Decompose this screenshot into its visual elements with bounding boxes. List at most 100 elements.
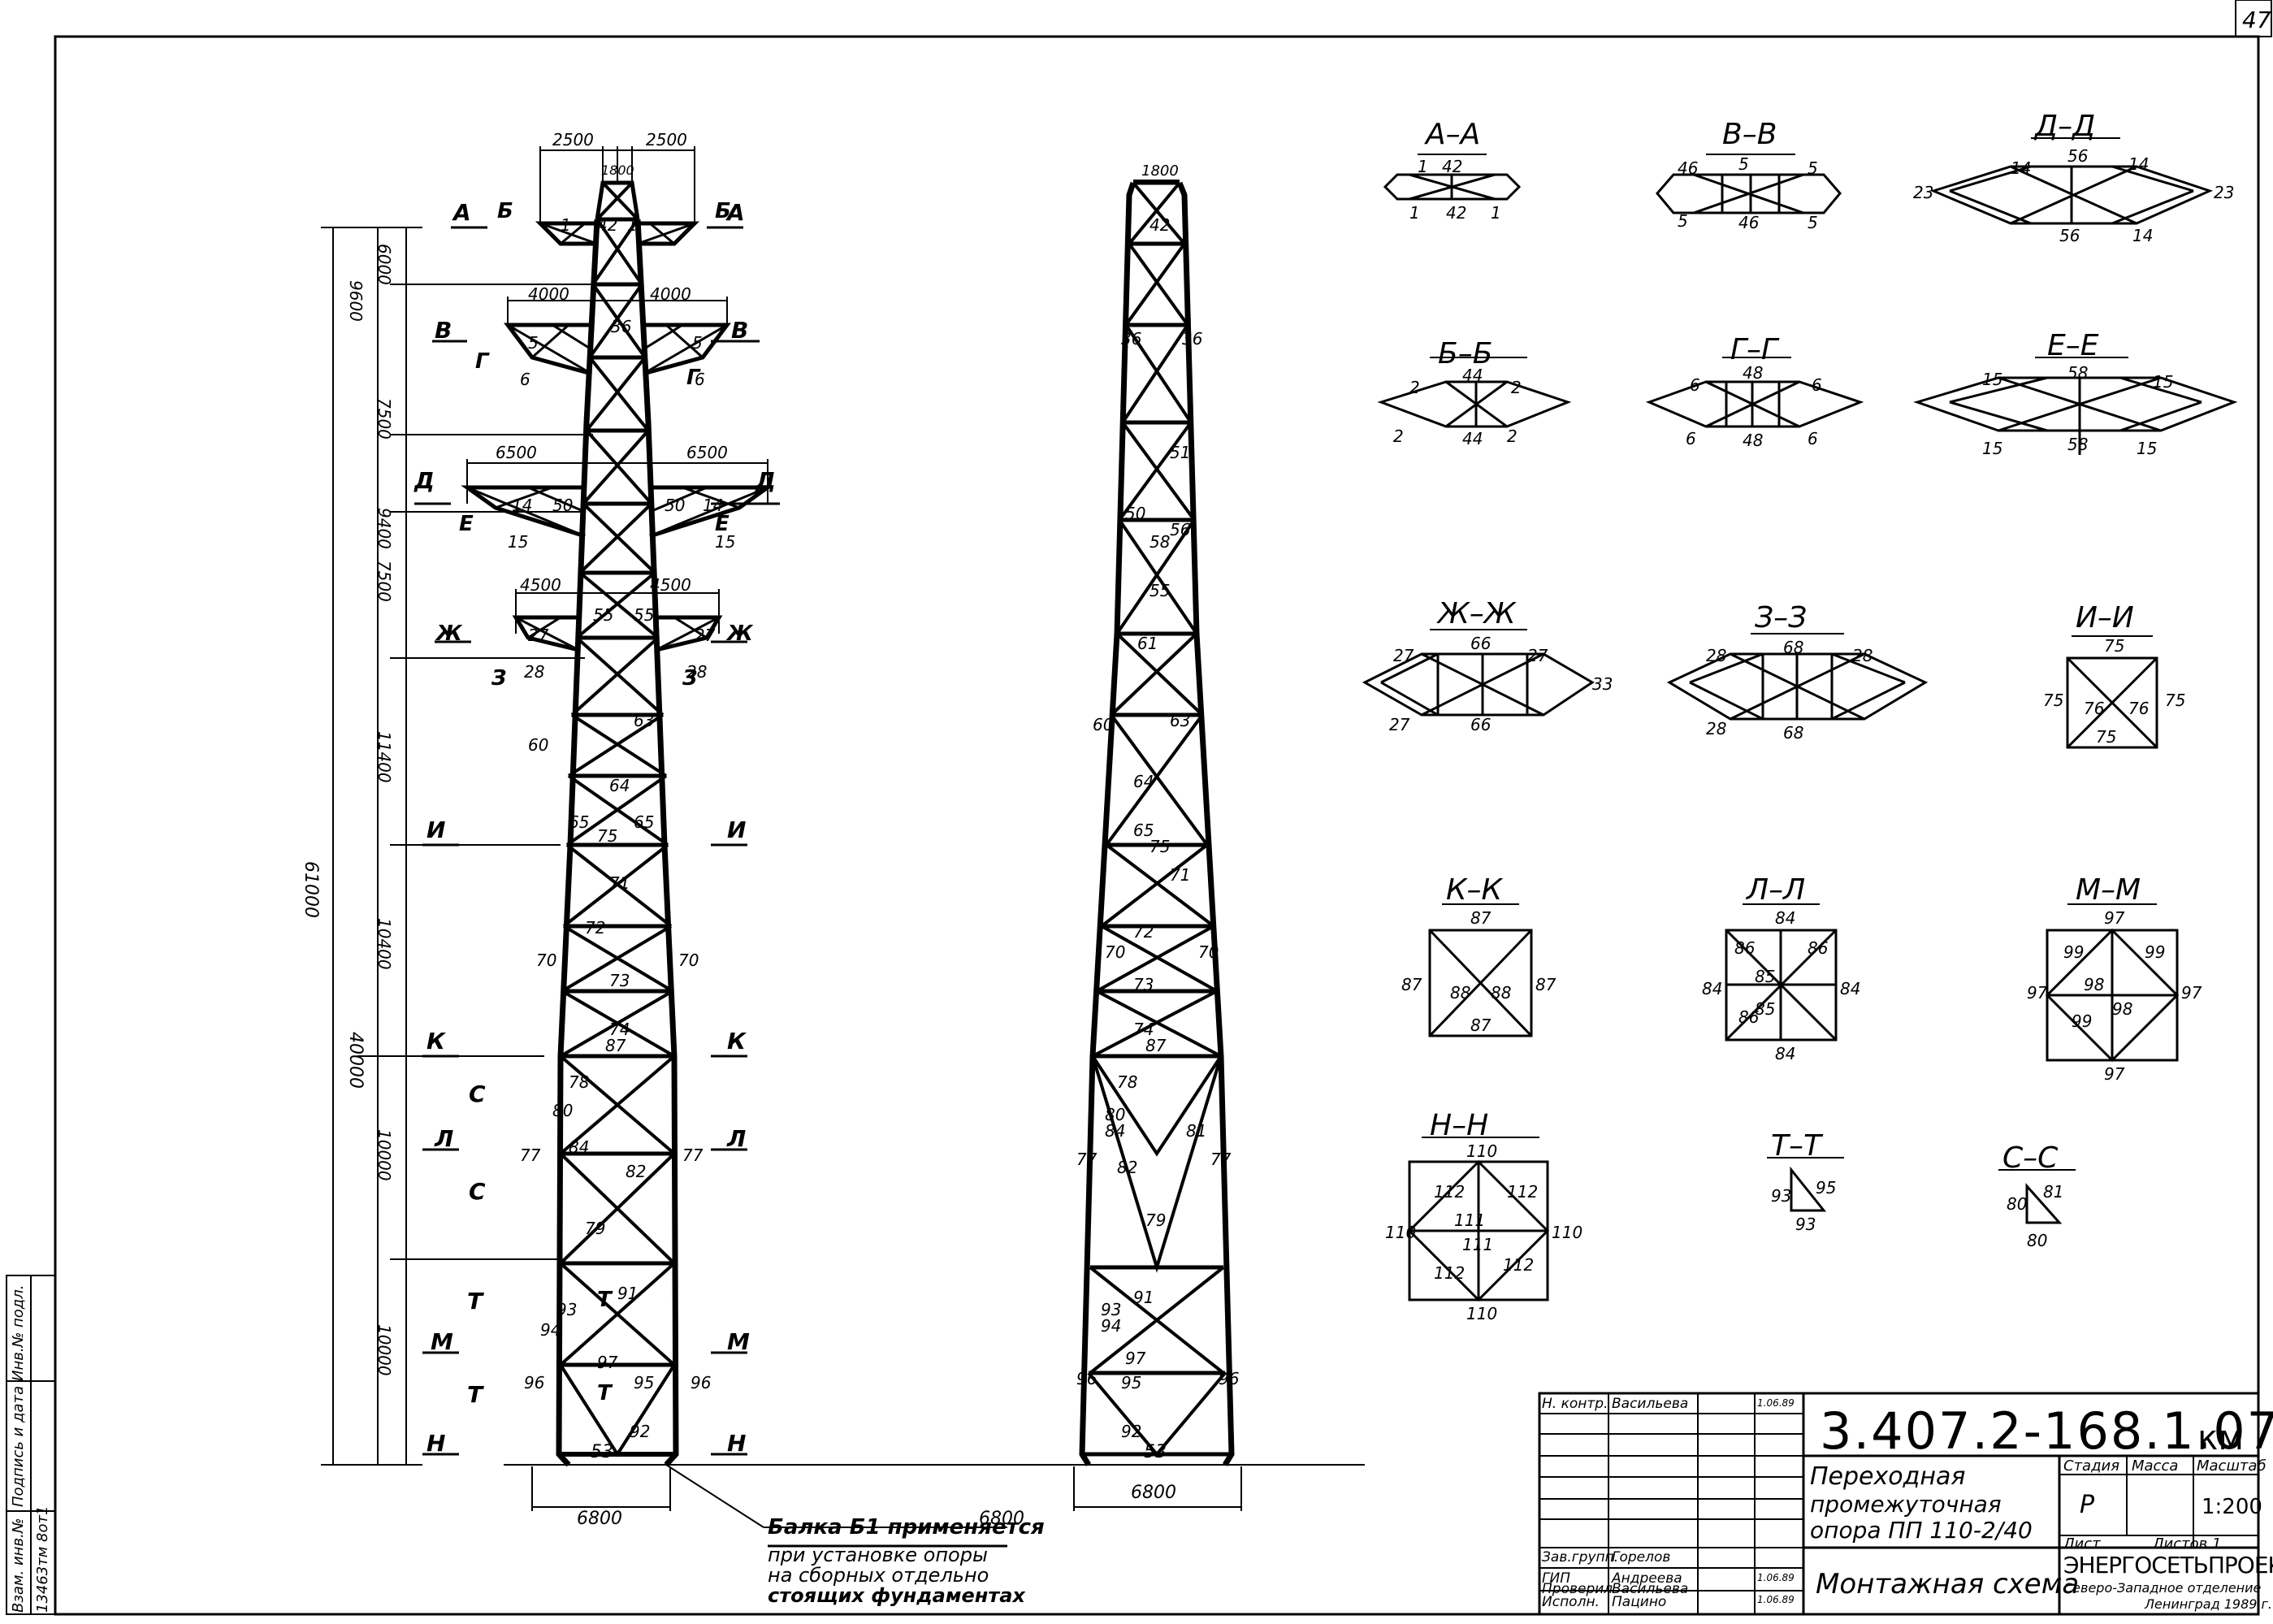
member-label: 91	[617, 1284, 639, 1303]
member-label: 95	[634, 1373, 655, 1392]
vdim-11400: 11400	[375, 731, 394, 783]
mark-l-right: Л	[727, 1125, 747, 1152]
section-label: 93	[1771, 1186, 1792, 1206]
section-title: Б–Б	[1438, 337, 1493, 370]
mark-zh-left: Ж	[436, 621, 462, 646]
section-label: 6	[1690, 375, 1700, 395]
member-label: 97	[597, 1353, 618, 1372]
member-label: 36	[1182, 329, 1203, 349]
member-label: 93	[1101, 1300, 1122, 1319]
mark-g-right: Г	[686, 366, 700, 390]
top-dim-right: 2500	[646, 130, 687, 149]
sheet-number-box	[2235, 0, 2272, 37]
side-stamp-frame	[6, 1275, 56, 1615]
section-label: 110	[1466, 1141, 1498, 1161]
member-label: 81	[1186, 1121, 1207, 1141]
top-dim-center: 1800	[601, 162, 634, 178]
mark-n-right: Н	[727, 1430, 747, 1457]
section-label: 66	[1470, 715, 1492, 734]
section-title: З–З	[1755, 601, 1808, 634]
member-label: 58	[1149, 532, 1171, 552]
note-line-4: стоящих фундаментах	[768, 1584, 1025, 1607]
member-label: 71	[1170, 865, 1191, 885]
mark-s-upper-left: С	[469, 1081, 486, 1107]
member-label: 61	[1137, 634, 1158, 653]
member-label: 97	[1125, 1349, 1146, 1368]
arm3-dim-left: 4500	[520, 575, 561, 595]
section-label: 44	[1462, 429, 1483, 448]
member-label: 14	[703, 496, 724, 515]
arm2-dim-right: 6500	[686, 443, 728, 462]
member-label: 96	[1219, 1369, 1240, 1388]
member-label: 71	[609, 873, 630, 893]
section-label: 84	[1702, 979, 1723, 998]
section-label: 110	[1385, 1223, 1417, 1242]
arm2-dim-left: 6500	[496, 443, 537, 462]
section-label: 98	[2084, 975, 2105, 994]
vdim-9600: 9600	[346, 280, 366, 322]
section-title: С–С	[2002, 1141, 2059, 1175]
section-label: 42	[1442, 157, 1463, 176]
section-label: 98	[2112, 999, 2133, 1019]
section-label: 84	[1840, 979, 1861, 998]
section-label: 6	[1812, 375, 1822, 395]
member-label: 92	[1121, 1422, 1142, 1441]
member-label: 80	[552, 1101, 574, 1120]
role-nkontr: Н. контр.	[1542, 1396, 1608, 1412]
section-label: 27	[1389, 715, 1410, 734]
section-label: 5	[1678, 211, 1688, 231]
mark-d-right: Д	[756, 467, 776, 494]
section-label: 68	[1783, 638, 1804, 657]
member-label: 72	[585, 918, 606, 938]
section-label: 15	[1982, 439, 2003, 458]
section-label: 97	[2181, 983, 2202, 1003]
note-line-1: Балка Б1 применяется	[768, 1515, 1045, 1540]
mark-a-right: А	[727, 199, 745, 226]
stage-value: Р	[2080, 1491, 2095, 1519]
member-label: 79	[585, 1219, 606, 1238]
member-label: 70	[1105, 942, 1126, 962]
scale-label: Масштаб	[2197, 1457, 2267, 1475]
mark-z-right: З	[682, 666, 698, 691]
member-label: 50	[665, 496, 686, 515]
mark-g-left: Г	[475, 349, 489, 374]
section-label: 76	[2084, 699, 2105, 718]
member-label: 27	[695, 626, 716, 645]
section-label: 81	[2043, 1182, 2064, 1202]
front-base-label: 53	[591, 1442, 613, 1462]
arm3-dim-right: 4500	[650, 575, 691, 595]
section-title: К–К	[1446, 873, 1503, 907]
section-label: 1	[1491, 203, 1501, 223]
vdim-7500b: 7500	[375, 561, 394, 602]
member-label: 87	[605, 1036, 626, 1055]
member-label: 77	[520, 1145, 541, 1165]
section-label: 86	[1734, 938, 1756, 958]
stamp-sign-date: Подпись и дата	[10, 1385, 27, 1507]
mark-b-right: Б	[715, 199, 731, 223]
doc-unit: км	[2197, 1418, 2245, 1457]
section-label: 27	[1393, 646, 1414, 665]
mark-e-left: Е	[459, 512, 474, 536]
section-label: 85	[1755, 967, 1776, 986]
section-label: 42	[1446, 203, 1467, 223]
mark-i-right: И	[727, 816, 747, 843]
section-label: 1	[1409, 203, 1420, 223]
mark-m-right: М	[727, 1328, 750, 1355]
member-label: 87	[1145, 1036, 1167, 1055]
member-label: 74	[609, 1020, 630, 1039]
mark-n-left: Н	[426, 1430, 446, 1457]
section-label: 110	[1552, 1223, 1583, 1242]
sheets-label: Листов 1	[2153, 1535, 2222, 1553]
scale-value: 1:200	[2202, 1495, 2262, 1519]
member-label: 63	[634, 711, 655, 730]
section-title: М–М	[2076, 873, 2141, 907]
member-label: 65	[634, 812, 655, 832]
section-label: 48	[1743, 431, 1764, 450]
section-label: 6	[1808, 429, 1818, 448]
member-label: 70	[678, 951, 699, 970]
mark-t-lower-left: Т	[467, 1381, 483, 1408]
section-details	[1362, 137, 2238, 1302]
mark-s-lower-left: С	[469, 1178, 486, 1205]
member-label: 79	[1145, 1210, 1167, 1230]
